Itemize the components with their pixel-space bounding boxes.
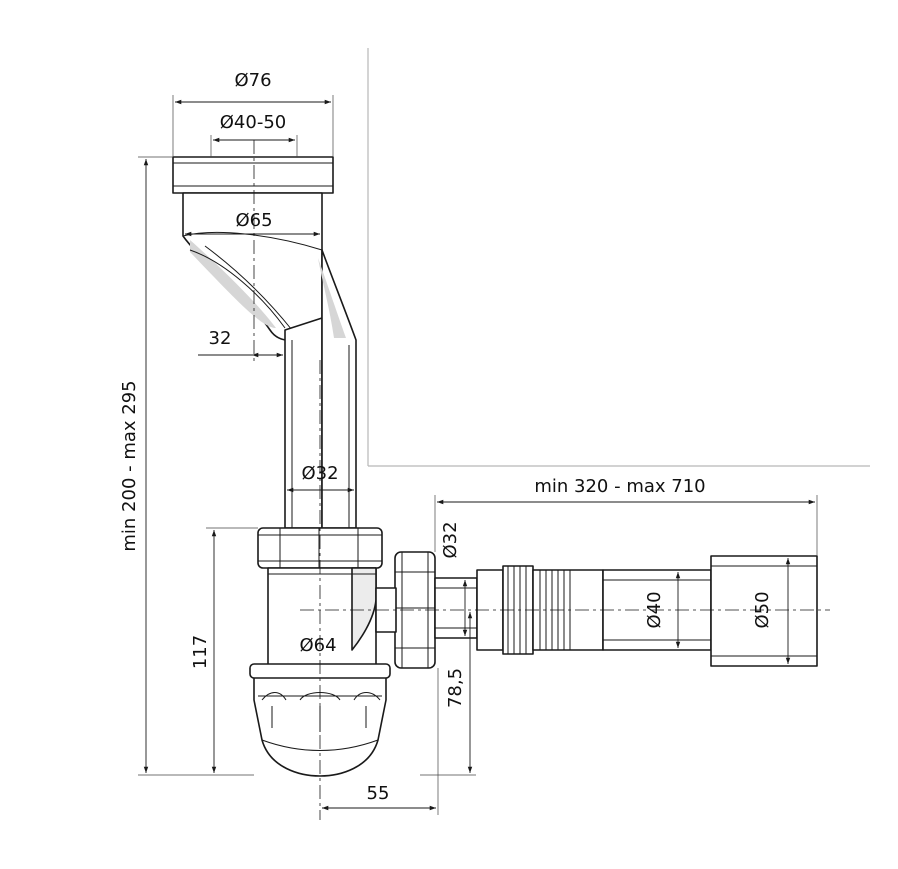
dim-length-range: min 320 - max 710 [534,476,705,497]
dim-outlet-nut-diameter: Ø32 [440,521,461,558]
dim-outer-cap-diameter: Ø76 [234,70,271,91]
dim-bottle-height: 117 [190,635,211,669]
dim-bottle-diameter: Ø64 [299,635,336,656]
dimension-lines [138,95,818,815]
dim-tube-diameter: Ø32 [301,463,338,484]
dim-inlet-range: Ø40-50 [220,112,286,133]
dim-height-range: min 200 - max 295 [119,380,140,551]
axis-lines [253,140,830,820]
dim-offset: 32 [209,328,232,349]
drain-flange [172,156,334,194]
dim-body-diameter: Ø65 [235,210,272,231]
outlet-sleeve [602,555,818,667]
dim-outlet-height: 78,5 [445,668,466,708]
drain-body [182,192,323,341]
wall-outline [367,48,870,467]
dim-end-diameter: Ø50 [752,591,773,628]
dim-outlet-offset: 55 [367,783,390,804]
dim-hose-diameter: Ø40 [644,591,665,628]
